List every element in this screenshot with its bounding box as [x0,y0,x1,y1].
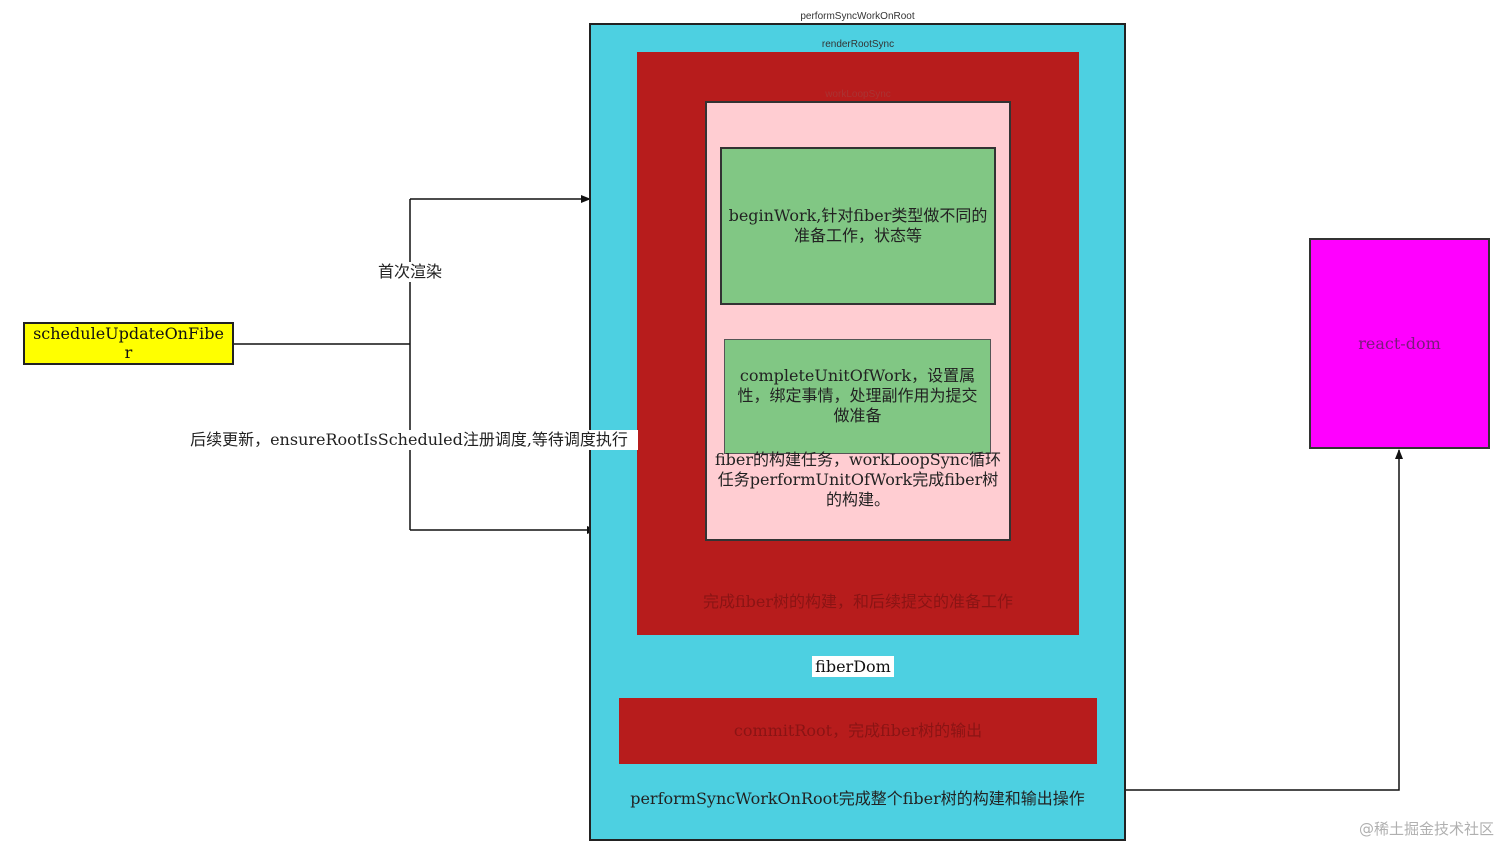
fiber-dom-label: fiberDom [812,656,894,677]
react-dom-label: react-dom [1358,334,1441,353]
complete-unit-of-work-label: completeUnitOfWork，设置属性，绑定事情，处理副作用为提交做准备 [737,366,978,425]
begin-work-label: beginWork,针对fiber类型做不同的准备工作，状态等 [728,206,988,245]
schedule-update-on-fiber-box [23,322,234,365]
perform-sync-description: performSyncWorkOnRoot完成整个fiber树的构建和输出操作 [630,789,1085,808]
work-loop-description: fiber的构建任务，workLoopSync循环任务performUnitOf… [714,450,1002,509]
render-root-description: 完成fiber树的构建，和后续提交的准备工作 [702,592,1014,611]
render-root-sync-title: renderRootSync [821,39,895,50]
first-render-label: 首次渲染 [360,262,460,282]
schedule-update-on-fiber-label: scheduleUpdateOnFiber [33,324,224,362]
work-loop-sync-title: workLoopSync [825,89,891,100]
perform-sync-work-on-root-title: performSyncWorkOnRoot [800,11,915,22]
commit-root-label: commitRoot，完成fiber树的输出 [733,721,983,740]
complete-unit-of-work-box [724,339,991,454]
subsequent-update-label: 后续更新，ensureRootIsScheduled注册调度,等待调度执行 [180,430,638,450]
watermark: @稀土掘金技术社区 [1358,820,1494,838]
react-dom-box [1309,238,1490,449]
begin-work-box [720,147,996,305]
commit-root-box [619,698,1097,764]
